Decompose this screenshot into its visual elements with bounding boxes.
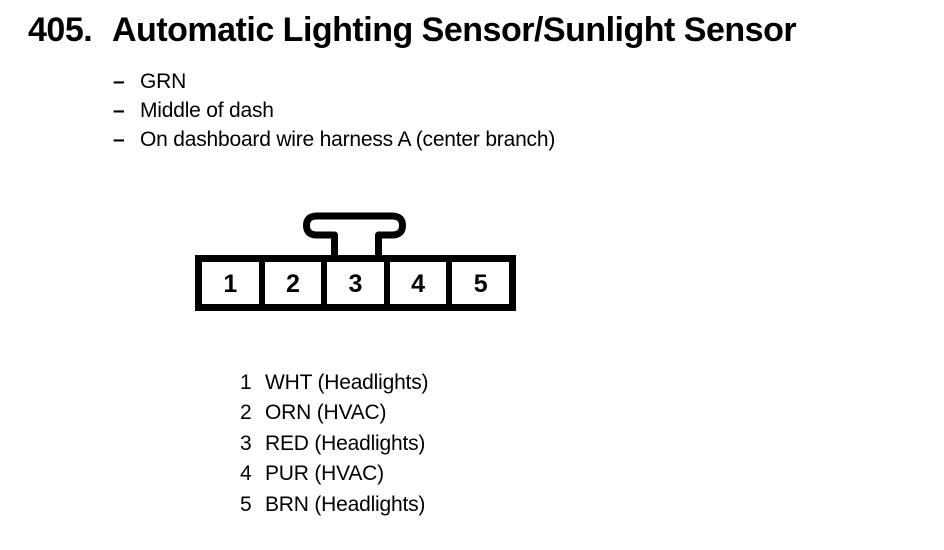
pinout-label: RED (Headlights): [265, 431, 426, 455]
notes-list: – GRN – Middle of dash – On dashboard wi…: [113, 67, 555, 154]
note-text: On dashboard wire harness A (center bran…: [140, 128, 556, 151]
pin-cell-4: 4: [389, 262, 447, 304]
connector-pin-row: 1 2 3 4 5: [195, 255, 516, 311]
connector-diagram: 1 2 3 4 5: [195, 212, 516, 311]
pinout-row: 5 BRN (Headlights): [240, 490, 428, 520]
pinout-label: WHT (Headlights): [265, 371, 429, 394]
note-line: – Middle of dash: [113, 96, 555, 125]
page-title: Automatic Lighting Sensor/Sunlight Senso…: [112, 11, 797, 49]
pinout-label: BRN (Headlights): [265, 492, 426, 516]
pinout-pin-number: 3: [240, 431, 252, 455]
pinout-pin-number: 1: [240, 371, 252, 394]
pin-cell-3: 3: [327, 262, 384, 304]
pinout-row: 2 ORN (HVAC): [240, 398, 428, 428]
note-line: – GRN: [113, 67, 555, 96]
pin-cell-5: 5: [452, 262, 509, 304]
section-number: 405.: [28, 11, 93, 49]
note-line: – On dashboard wire harness A (center br…: [113, 125, 555, 154]
pinout-list: 1 WHT (Headlights) 2 ORN (HVAC) 3 RED (H…: [240, 368, 428, 520]
dash-bullet-icon: –: [113, 99, 125, 122]
pin-cell-1: 1: [202, 262, 259, 304]
pinout-label: ORN (HVAC): [265, 401, 387, 425]
pin-cell-2: 2: [264, 262, 322, 304]
note-text: Middle of dash: [140, 99, 274, 122]
pinout-pin-number: 4: [240, 462, 252, 486]
pinout-row: 3 RED (Headlights): [240, 429, 428, 459]
pinout-row: 1 WHT (Headlights): [240, 368, 428, 398]
pinout-pin-number: 5: [240, 492, 252, 516]
pinout-row: 4 PUR (HVAC): [240, 459, 428, 489]
dash-bullet-icon: –: [113, 128, 125, 151]
dash-bullet-icon: –: [113, 70, 125, 93]
page-heading: 405. Automatic Lighting Sensor/Sunlight …: [28, 10, 797, 50]
note-text: GRN: [140, 70, 187, 93]
connector-latch-tab: [303, 212, 406, 255]
pinout-pin-number: 2: [240, 401, 252, 425]
pinout-label: PUR (HVAC): [265, 462, 384, 486]
